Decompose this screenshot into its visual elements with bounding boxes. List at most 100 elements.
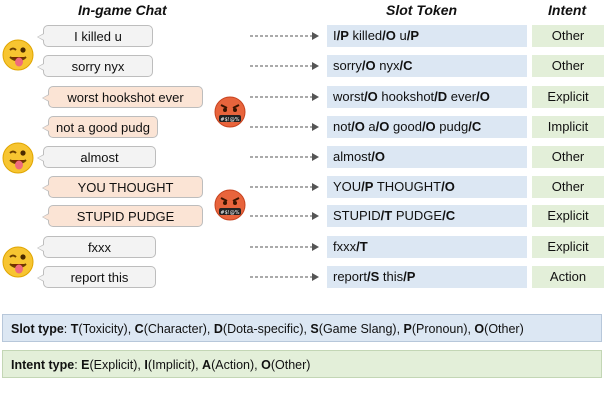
header-slot-token: Slot Token (386, 2, 458, 18)
legend-name: Other (275, 358, 307, 372)
slot-tag: /C (468, 119, 482, 134)
arrow-icon (250, 62, 319, 70)
slot-token-cell: sorry/O nyx/C (327, 55, 527, 77)
legend-code: C (134, 322, 144, 336)
slot-word: worst (333, 89, 365, 104)
slot-word: almost (333, 149, 372, 164)
intent-cell: Other (532, 176, 604, 198)
legend-code: D (213, 322, 223, 336)
slot-tag: /C (399, 58, 413, 73)
svg-text:#$!@%: #$!@% (220, 210, 239, 216)
slot-tag: /O (375, 119, 390, 134)
slot-word: sorry (333, 58, 362, 73)
chat-bubble: worst hookshot ever (42, 86, 203, 108)
legend-code: E (81, 358, 90, 372)
legend-code: P (403, 322, 412, 336)
chat-bubble: almost (37, 146, 156, 168)
slot-tag: /O (351, 119, 365, 134)
slot-word: nyx (375, 58, 400, 73)
intent-cell: Implicit (532, 116, 604, 138)
slot-tag: /P (403, 269, 416, 284)
legend-label: Slot type (11, 322, 64, 336)
chat-bubble: sorry nyx (37, 55, 153, 77)
winking-tongue-emoji (2, 142, 34, 174)
intent-cell: Other (532, 55, 604, 77)
intent-cell: Explicit (532, 236, 604, 258)
header-in-game-chat: In-game Chat (78, 2, 167, 18)
intent-cell: Other (532, 25, 604, 47)
chat-bubble: YOU THOUGHT (42, 176, 203, 198)
slot-word: not (333, 119, 352, 134)
intent-cell: Other (532, 146, 604, 168)
arrow-icon (250, 273, 319, 281)
slot-word: THOUGHT (373, 179, 442, 194)
slot-token-cell: I/P killed/O u/P (327, 25, 527, 47)
arrow-icon (250, 183, 319, 191)
slot-token-cell: YOU/P THOUGHT/O (327, 176, 527, 198)
slot-tag: /T (356, 239, 368, 254)
slot-word: good (389, 119, 422, 134)
slot-token-cell: not/O a/O good/O pudg/C (327, 116, 527, 138)
legend-name: Implicit (152, 358, 191, 372)
legend-code: A (202, 358, 212, 372)
slot-word: I (333, 28, 337, 43)
arrow-icon (250, 153, 319, 161)
slot-tag: /P (361, 179, 374, 194)
slot-word: report (333, 269, 367, 284)
chat-bubble: fxxx (37, 236, 156, 258)
winking-tongue-emoji (2, 246, 34, 278)
chat-bubble: I killed u (37, 25, 153, 47)
slot-tag: /P (406, 28, 420, 43)
slot-word: u (395, 28, 407, 43)
intent-cell: Explicit (532, 86, 604, 108)
legend-code: T (70, 322, 79, 336)
slot-tag: /O (371, 149, 386, 164)
chat-bubble: not a good pudg (42, 116, 158, 138)
angry-cursing-emoji: #$!@% (214, 189, 246, 221)
slot-word: killed (348, 28, 383, 43)
slot-tag: /O (476, 89, 490, 104)
arrow-icon (250, 32, 319, 40)
intent-type-legend: Intent type: E(Explicit), I(Implicit), A… (2, 350, 602, 378)
arrow-icon (250, 123, 319, 131)
legend-name: Explicit (93, 358, 134, 372)
legend-name: Game Slang (322, 322, 393, 336)
svg-text:#$!@%: #$!@% (220, 117, 239, 123)
legend-name: Dota-specific (227, 322, 300, 336)
slot-token-cell: report/S this/P (327, 266, 527, 288)
legend-name: Toxicity (82, 322, 124, 336)
slot-tag: /T (380, 208, 393, 223)
legend-name: Pronoun (416, 322, 464, 336)
slot-token-cell: STUPID/T PUDGE/C (327, 205, 527, 227)
slot-token-cell: worst/O hookshot/D ever/O (327, 86, 527, 108)
slot-token-cell: almost/O (327, 146, 527, 168)
slot-word: fxxx (333, 239, 357, 254)
slot-word: hookshot (377, 89, 435, 104)
slot-tag: /O (421, 119, 436, 134)
arrow-icon (250, 212, 319, 220)
legend-code: S (310, 322, 319, 336)
slot-word: PUDGE (392, 208, 443, 223)
slot-tag: /O (441, 179, 455, 194)
intent-cell: Explicit (532, 205, 604, 227)
legend-name: Action (215, 358, 250, 372)
slot-tag: /O (361, 58, 376, 73)
legend-code: I (144, 358, 148, 372)
angry-cursing-emoji: #$!@% (214, 96, 246, 128)
header-intent: Intent (548, 2, 587, 18)
slot-tag: /P (336, 28, 349, 43)
slot-tag: /O (364, 89, 378, 104)
chat-bubble: report this (37, 266, 156, 288)
slot-tag: /C (442, 208, 456, 223)
slot-tag: /S (366, 269, 380, 284)
legend-code: O (261, 358, 271, 372)
legend-name: Other (488, 322, 520, 336)
chat-bubble: STUPID PUDGE (42, 205, 203, 227)
intent-cell: Action (532, 266, 604, 288)
slot-word: YOU (333, 179, 362, 194)
slot-type-legend: Slot type: T(Toxicity), C(Character), D(… (2, 314, 602, 342)
slot-word: ever (447, 89, 477, 104)
slot-token-cell: fxxx/T (327, 236, 527, 258)
slot-tag: /D (434, 89, 448, 104)
legend-name: Character (147, 322, 203, 336)
